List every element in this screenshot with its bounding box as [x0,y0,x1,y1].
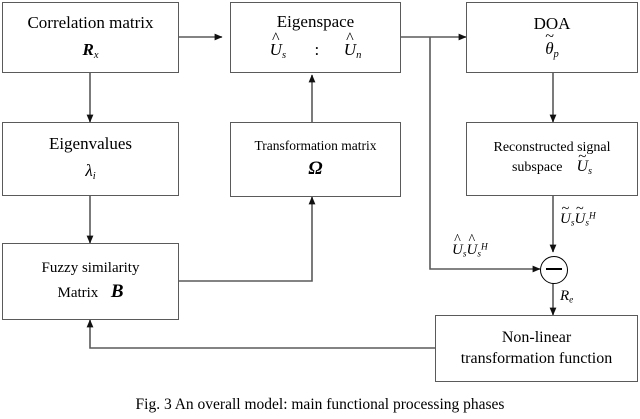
block-fuzzy-similarity[interactable]: Fuzzy similarity Matrix B [2,243,179,320]
block-eigenvalues[interactable]: Eigenvalues λi [2,122,179,196]
tilde-accent-lbl2a: ~ [561,201,570,218]
correlation-matrix-symbol: Rx [82,39,99,61]
edge-nonlinear-to-fuzzy-feedback [86,319,435,349]
edge-label-reconstructed-projection: ~Us~UsH [560,201,596,229]
transformation-matrix-symbol: Ω [308,158,323,180]
doa-symbol: ~θp [545,28,559,60]
reconstructed-subspace-title-line2: subspace ~Us [511,148,592,178]
figure-caption: Fig. 3 An overall model: main functional… [135,396,505,413]
block-reconstructed-subspace[interactable]: Reconstructed signal subspace ~Us [466,122,638,196]
block-eigenspace[interactable]: Eigenspace ^Us : ^Un [230,2,401,73]
eigenspace-symbols: ^Us : ^Un [269,29,362,62]
eigenvalues-symbol: λi [85,161,96,183]
eigenspace-separator: : [314,40,320,60]
eigenspace-title: Eigenspace [276,12,355,32]
hat-accent-lbl1a: ^ [454,232,461,249]
nonlinear-title-line1: Non-linear [501,328,572,346]
block-doa[interactable]: DOA ~θp [466,2,638,73]
block-nonlinear-transformation[interactable]: Non-linear transformation function [435,315,638,382]
eigenvalues-title: Eigenvalues [48,134,133,154]
hat-accent-lbl1b: ^ [468,232,476,249]
block-correlation-matrix[interactable]: Correlation matrix Rx [2,2,179,73]
transformation-matrix-title: Transformation matrix [254,138,377,154]
hat-accent-us: ^ [272,29,280,47]
block-transformation-matrix[interactable]: Transformation matrix Ω [230,122,401,197]
correlation-matrix-title: Correlation matrix [27,12,154,32]
tilde-accent-theta: ~ [545,28,554,46]
tilde-accent-us-recon: ~ [578,148,587,166]
edge-eigenspace-to-subtract [429,37,541,273]
edge-fuzzy-to-transformation [179,196,316,282]
fuzzy-similarity-title-line1: Fuzzy similarity [41,259,140,276]
tilde-accent-lbl2b: ~ [576,201,584,218]
edge-label-error-matrix: Re [560,288,574,306]
doa-title: DOA [533,13,571,33]
hat-accent-un: ^ [346,29,354,47]
nonlinear-title-line2: transformation function [460,349,613,367]
reconstructed-subspace-title-line1: Reconstructed signal [493,139,611,155]
edge-label-estimated-projection: ^Us^UsH [452,232,488,260]
subtraction-node[interactable] [540,256,568,284]
fuzzy-similarity-title-line2: Matrix B [57,280,124,302]
